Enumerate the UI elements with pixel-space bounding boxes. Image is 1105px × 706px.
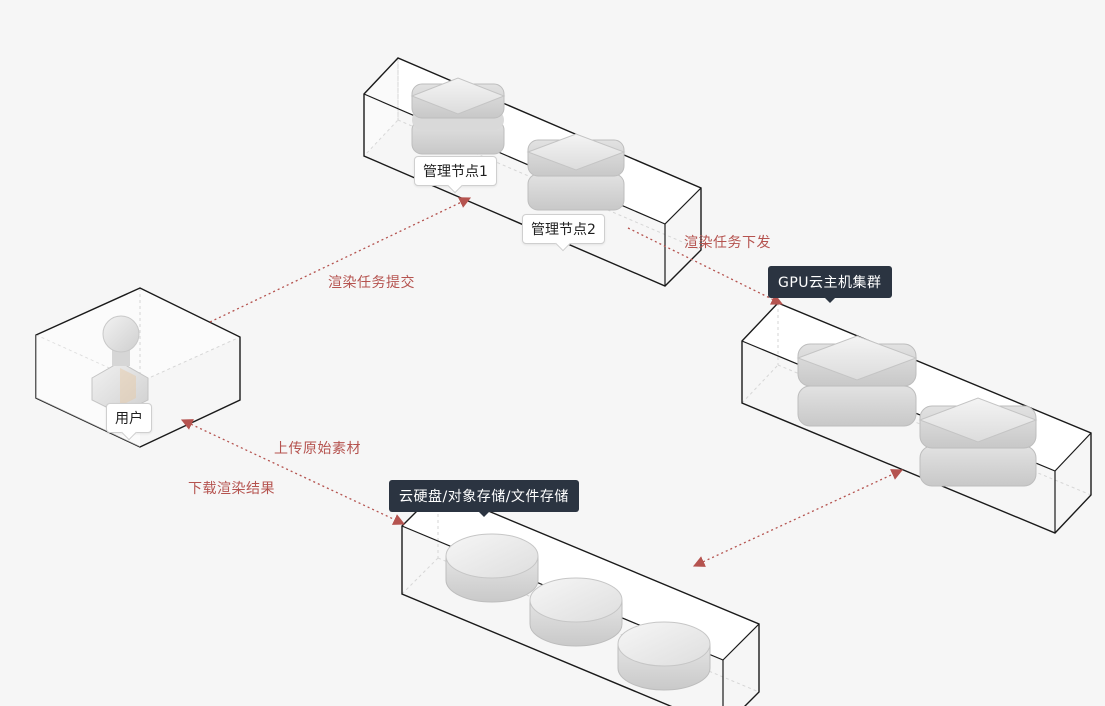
tag-mgmt-node-2: 管理节点2 (522, 214, 605, 244)
arrow-submit (209, 197, 472, 323)
label-download: 下载渲染结果 (188, 481, 275, 497)
gpu-cluster-box (741, 302, 1092, 534)
server-icon (796, 335, 918, 427)
user-icon (91, 315, 149, 415)
arrow-dispatch (627, 227, 784, 305)
server-icon (410, 77, 506, 155)
disk-icon (529, 577, 623, 647)
label-upload: 上传原始素材 (274, 441, 361, 457)
tag-user: 用户 (106, 403, 152, 433)
disk-icon (445, 533, 539, 603)
disk-icon (617, 621, 711, 691)
label-submit: 渲染任务提交 (328, 275, 415, 291)
label-dispatch: 渲染任务下发 (684, 235, 771, 251)
tag-storage: 云硬盘/对象存储/文件存储 (389, 480, 579, 512)
tag-mgmt-node-1: 管理节点1 (414, 156, 497, 186)
server-icon (918, 397, 1038, 487)
server-icon (526, 133, 626, 211)
arrow-upload-download (180, 419, 406, 525)
arrow-storage-gpu (692, 469, 904, 567)
tag-gpu-cluster: GPU云主机集群 (768, 266, 892, 298)
